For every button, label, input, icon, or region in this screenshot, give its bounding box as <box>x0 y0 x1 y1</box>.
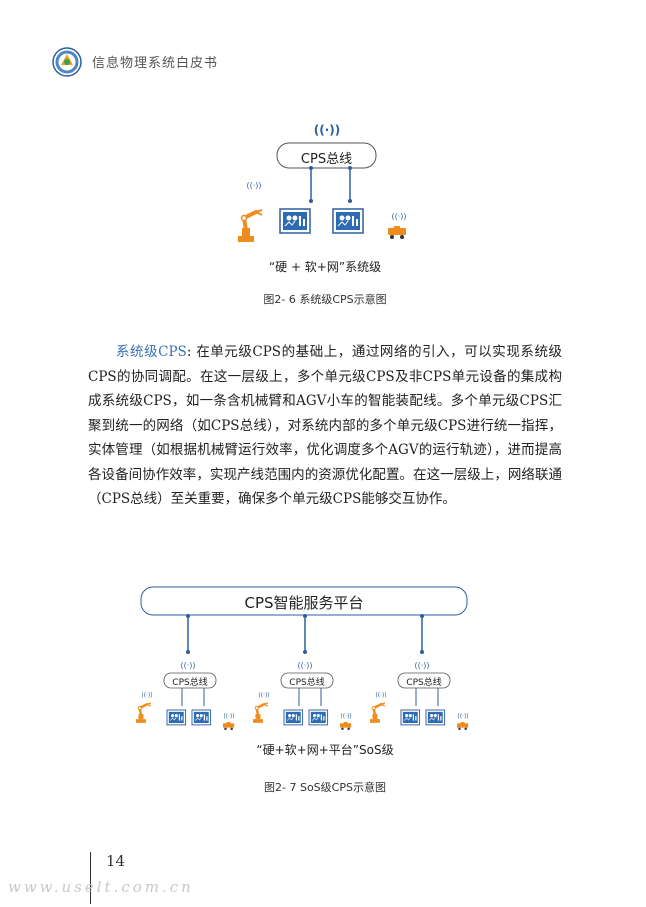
figure2-caption: 图2- 7 SoS级CPS示意图 <box>264 781 386 794</box>
watermark: www.uselt.com.cn <box>8 878 194 896</box>
svg-text:((·)): ((·)) <box>457 713 468 720</box>
figure2-diagram: ((·)) ((·)) ((·)) ((·)) ((·)) ((·)) ((·)… <box>134 586 469 731</box>
body-keyword: 系统级CPS <box>116 344 187 360</box>
figure1-diagram: ((·)) ((·)) ((·)) <box>236 123 407 244</box>
svg-text:((·)): ((·)) <box>297 661 312 670</box>
figure1-caption: 图2- 6 系统级CPS示意图 <box>263 293 387 306</box>
body-paragraph: 系统级CPS: 在单元级CPS的基础上，通过网络的引入，可以实现系统级CPS的协… <box>88 340 562 512</box>
header-title: 信息物理系统白皮书 <box>92 56 219 71</box>
bus-label-unit-1: CPS总线 <box>172 678 208 688</box>
svg-text:((·)): ((·)) <box>141 692 152 699</box>
cps-bus-label: CPS总线 <box>300 152 353 167</box>
bus-label-unit-2: CPS总线 <box>289 678 325 688</box>
figure1-subtitle: “硬 + 软+网”系统级 <box>268 260 382 274</box>
page-number: 14 <box>106 852 126 870</box>
svg-text:((·)): ((·)) <box>391 212 406 221</box>
bus-connectors <box>186 614 424 654</box>
bus-label-unit-3: CPS总线 <box>406 678 442 688</box>
svg-text:((·)): ((·)) <box>223 713 234 720</box>
svg-text:((·)): ((·)) <box>258 692 269 699</box>
figure2-subtitle: “硬+软+网+平台”SoS级 <box>256 743 394 757</box>
svg-text:((·)): ((·)) <box>246 181 261 190</box>
logo-emblem <box>52 47 82 77</box>
svg-text:((·)): ((·)) <box>414 661 429 670</box>
svg-text:((·)): ((·)) <box>180 661 195 670</box>
footer-rule <box>90 852 91 904</box>
svg-text:((·)): ((·)) <box>375 692 386 699</box>
wireless-icon: ((·)) <box>314 123 341 137</box>
svg-text:((·)): ((·)) <box>340 713 351 720</box>
platform-label: CPS智能服务平台 <box>244 594 364 612</box>
body-text: : 在单元级CPS的基础上，通过网络的引入，可以实现系统级CPS的协同调配。在这… <box>88 344 562 507</box>
